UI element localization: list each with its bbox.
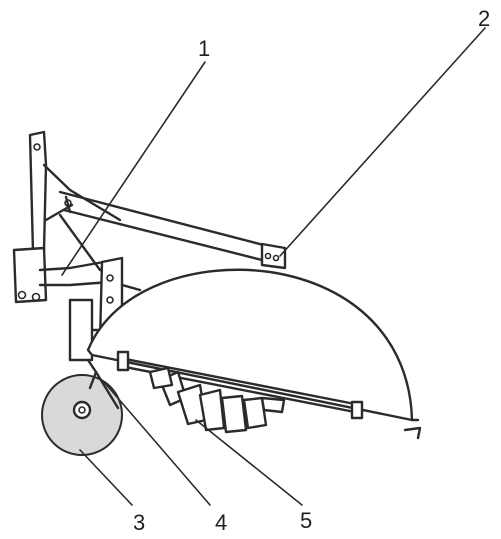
hitch-frame [12,130,122,304]
ground-wheel [41,358,123,456]
label-1: 1 [198,36,210,61]
label-5: 5 [300,508,312,533]
hood-cover [86,268,422,440]
leader-lines [61,27,486,506]
label-4: 4 [215,510,227,535]
part-labels: 1 2 3 4 5 [133,6,490,535]
label-3: 3 [133,510,145,535]
label-2: 2 [478,6,490,31]
rotor-blades [148,366,286,434]
top-link-bars [58,190,287,270]
